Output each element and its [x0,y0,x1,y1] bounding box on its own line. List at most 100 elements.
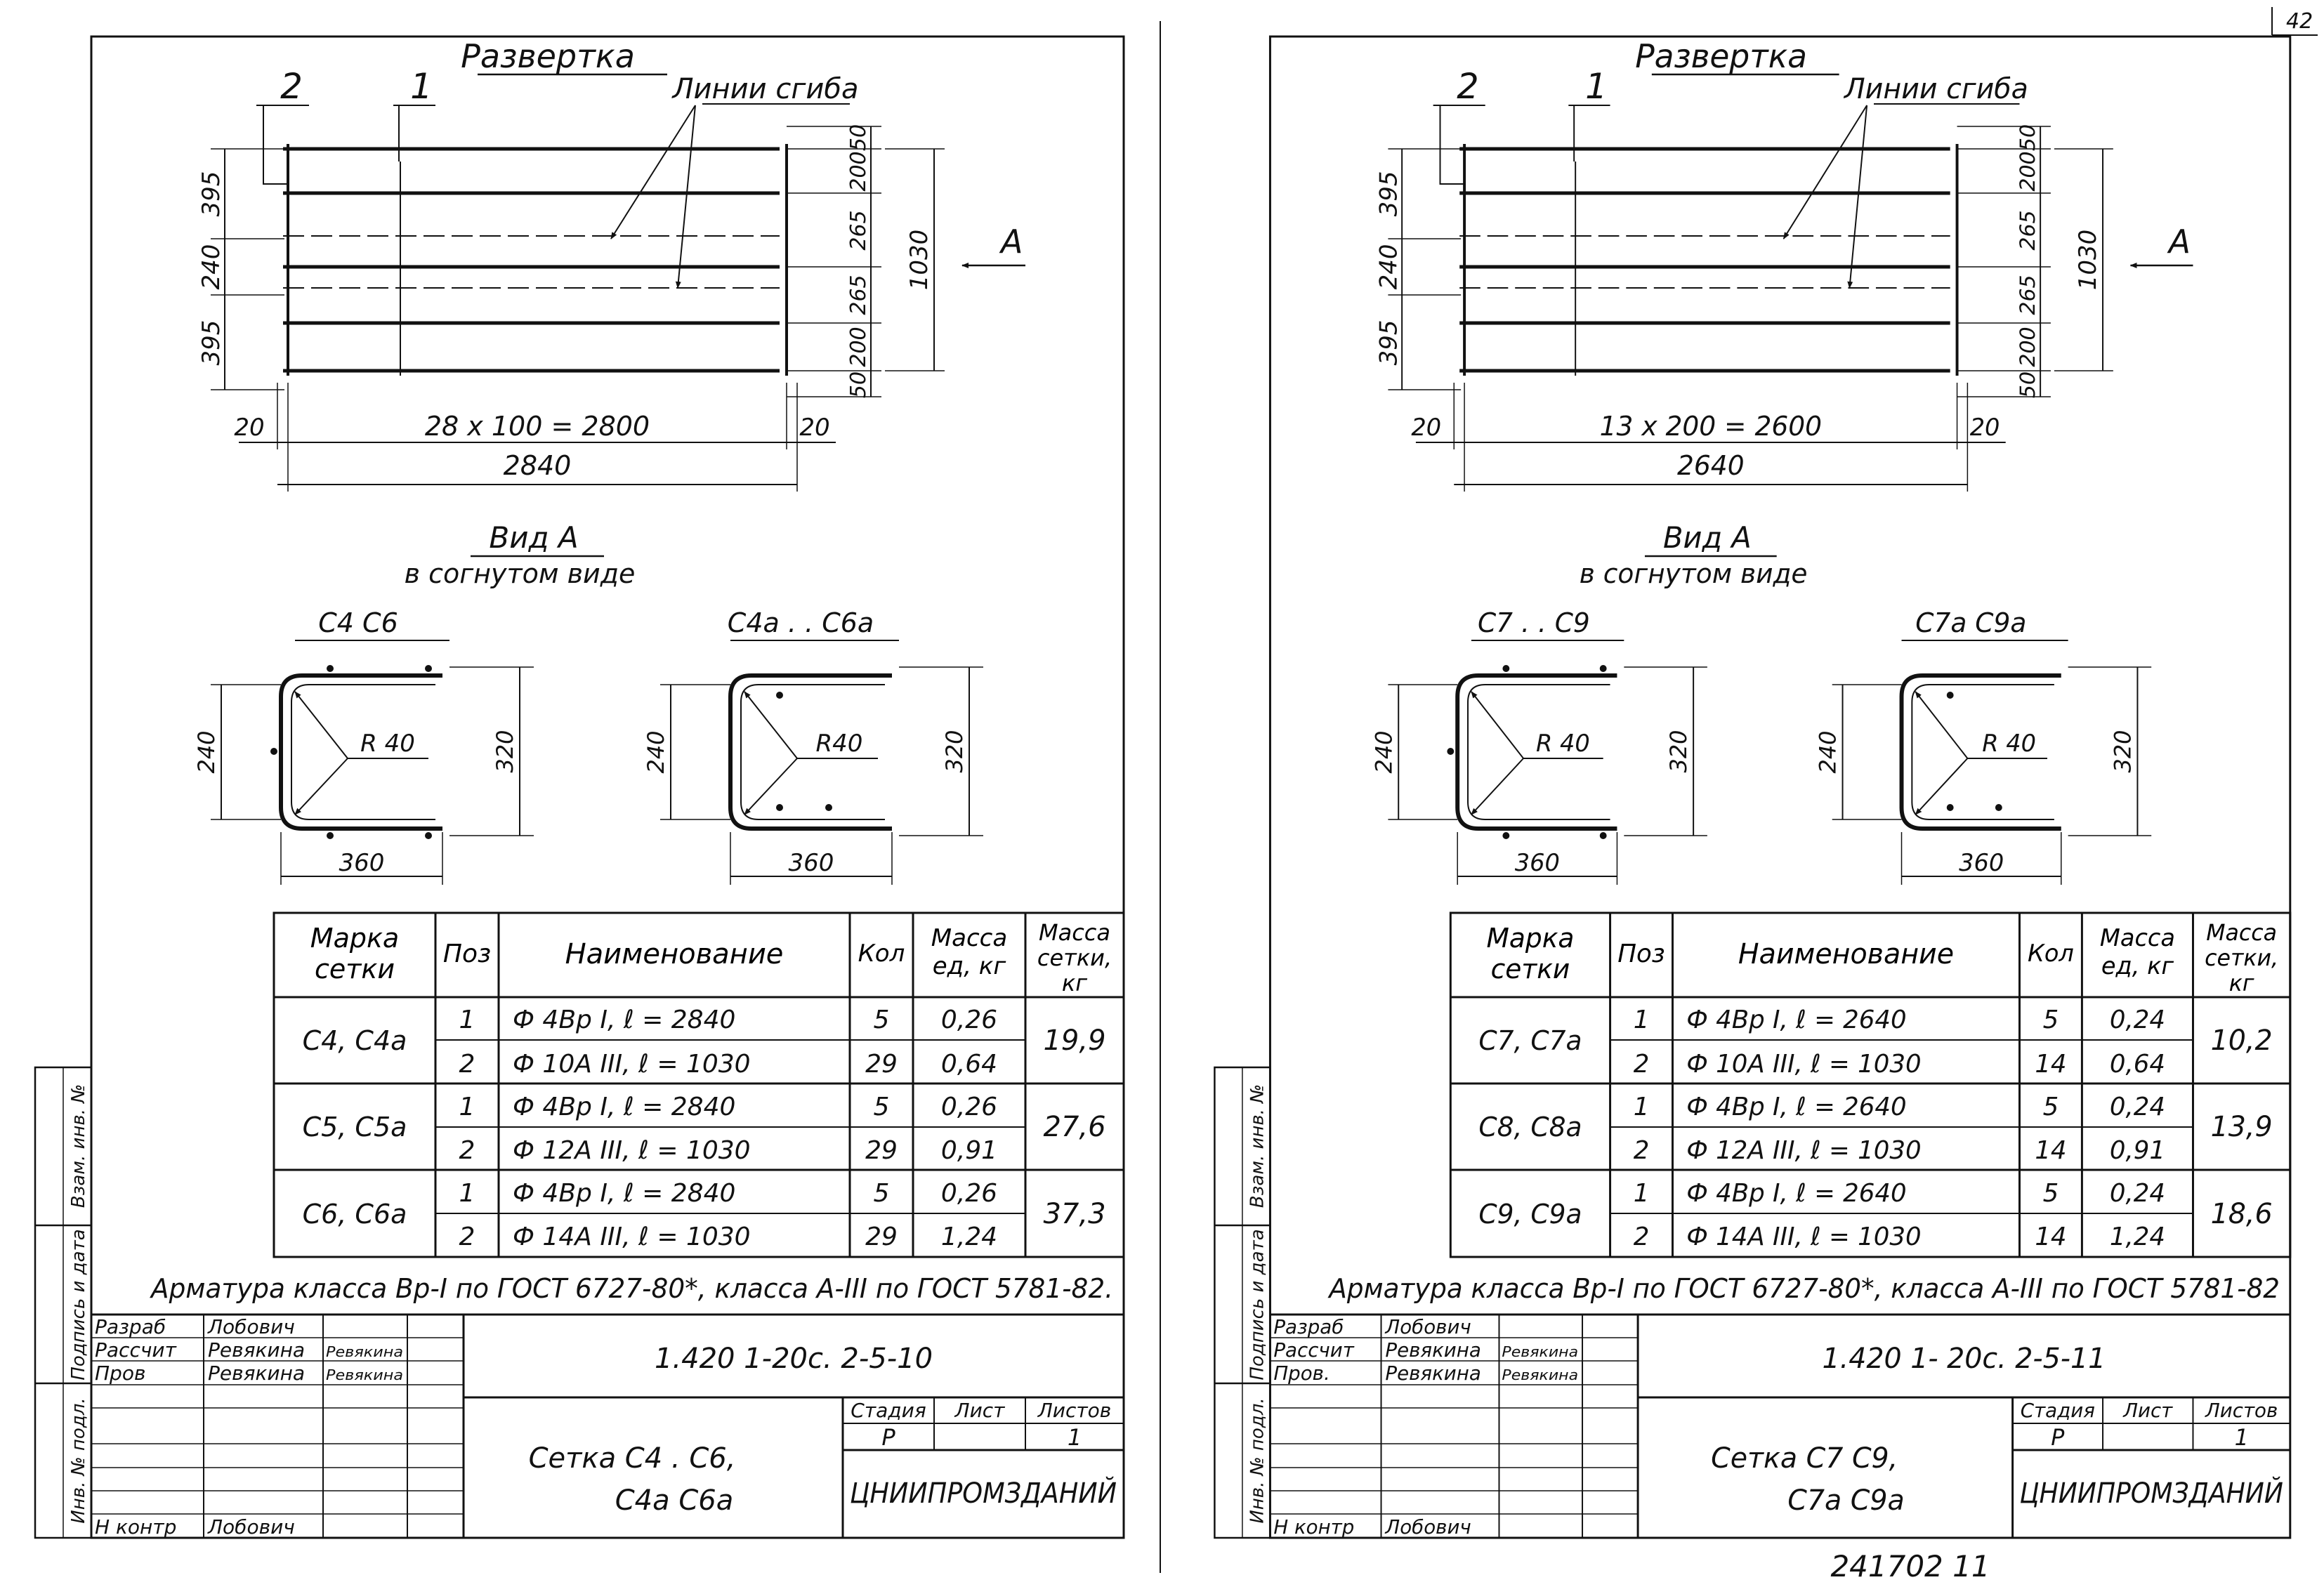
reinforcement-note: Арматура класса Вр-I по ГОСТ 6727-80*, к… [1327,1273,2280,1304]
section-view-2: С7а С9а R 40 240 320 [1816,607,2152,885]
stamp-header-sheets: Листов [2205,1399,2278,1422]
section-1-title: С4 С6 [318,607,398,638]
th-pos: Поз [1617,940,1665,968]
stamp-signature-3: Ревякина [326,1366,403,1383]
dim-left-1: 395 [1374,171,1402,217]
drawing-title-line-2: С4а С6а [615,1484,734,1517]
th-unit-mass: Масса ед, кг [2099,924,2175,980]
section-view-1: С7 . . С9 R 40 240 320 [1372,607,1707,885]
cell-total: 27,6 [1043,1111,1105,1143]
stamp-sheets-value: 1 [2235,1425,2249,1451]
dim-right-6: 50 [846,371,871,398]
cell-mark: С6, С6а [303,1199,407,1230]
spec-table: Марка сетки Поз Наименование Кол Масса е… [1449,911,2292,1258]
th-name: Наименование [565,938,784,970]
side-strip: Взам. инв. № Подпись и дата Инв. № подл. [34,1066,93,1539]
section-2-width: 360 [1959,849,2004,876]
section-1-title: С7 . . С9 [1478,607,1590,638]
archive-number: 241702 11 [1830,1549,1990,1583]
side-label-2: Подпись и дата [1247,1229,1268,1380]
cell-name: Ф 14А III, ℓ = 1030 [1686,1223,1921,1251]
position-label-1: 1 [1585,66,1607,107]
cell-pos: 1 [1634,1006,1650,1034]
stamp-stage-value: Р [881,1424,895,1451]
side-label-2: Подпись и дата [68,1229,89,1380]
stamp-role-3: Пров. [1273,1362,1330,1385]
th-mark: Марка сетки [310,923,400,984]
position-label-2: 2 [1457,66,1478,107]
stamp-role-4: Н контр [95,1515,176,1539]
cell-name: Ф 4Вр I, ℓ = 2840 [513,1093,735,1121]
section-1-height-in: 240 [1372,730,1398,773]
cell-unit: 0,26 [941,1006,997,1034]
cell-qty: 14 [2035,1223,2066,1251]
cell-qty: 5 [2043,1093,2059,1121]
stamp-header-sheet: Лист [2122,1399,2173,1422]
stamp-role-4: Н контр [1273,1515,1354,1539]
view-a-subtitle: в согнутом виде [1580,558,1808,589]
drawing-title-line-1: Сетка С4 . С6, [529,1442,736,1475]
stamp-name-4: Лобович [1384,1515,1471,1539]
section-2-height-in: 240 [643,730,669,773]
razvertka-view: Развертка 2 1 Линии сгиба [1374,38,2193,492]
cell-unit: 0,91 [941,1136,997,1165]
dim-total-height: 1030 [905,230,933,291]
cell-unit: 0,26 [941,1179,997,1208]
dim-right-1: 50 [2016,124,2040,151]
razvertka-title: Развертка [1635,38,1807,75]
title-block: Разраб Лобович Рассчит Ревякина Ревякина… [1270,1313,2290,1539]
cell-pos: 2 [459,1223,475,1251]
stamp-header-stage: Стадия [2021,1399,2095,1422]
stamp-name-2: Ревякина [1385,1338,1481,1362]
section-2-height-out: 320 [2110,730,2136,772]
section-2-height-out: 320 [941,730,968,772]
stamp-name-1: Лобович [207,1315,295,1338]
cell-qty: 29 [865,1136,898,1165]
th-name: Наименование [1738,938,1955,970]
cell-qty: 14 [2035,1050,2066,1079]
cell-unit: 0,91 [2110,1136,2165,1165]
cell-pos: 1 [459,1093,475,1121]
stamp-role-2: Рассчит [95,1338,177,1362]
cell-name: Ф 12А III, ℓ = 1030 [513,1136,751,1165]
side-label-1: Взам. инв. № [68,1084,89,1208]
sheet-right: Взам. инв. № Подпись и дата Инв. № подл.… [1214,35,2292,1539]
dim-right-6: 50 [2016,371,2040,398]
section-2-width: 360 [789,849,834,877]
dim-total-length: 2640 [1677,450,1745,481]
dim-left-1: 395 [197,171,225,217]
razvertka-view: Развертка 2 1 Линии сгиба [197,37,1025,492]
section-1-radius: R 40 [1536,730,1590,757]
cell-qty: 5 [874,1179,890,1208]
cell-name: Ф 14А III, ℓ = 1030 [513,1223,751,1251]
drawing-title-line-1: Сетка С7 С9, [1711,1442,1898,1475]
cell-name: Ф 4Вр I, ℓ = 2840 [513,1179,735,1208]
dim-left-3: 395 [197,320,225,366]
dim-right-2: 200 [2016,151,2040,191]
stamp-name-4: Лобович [207,1515,295,1539]
cell-mark: С9, С9а [1478,1199,1582,1230]
cell-qty: 29 [865,1050,898,1079]
cell-pos: 2 [1634,1050,1650,1079]
section-2-height-in: 240 [1816,730,1842,773]
position-label-2: 2 [280,66,303,107]
stamp-role-1: Разраб [1273,1315,1344,1338]
section-1-height-in: 240 [193,730,220,773]
stamp-signature-2: Ревякина [1502,1344,1578,1360]
drawing-title-line-2: С7а С9а [1787,1484,1904,1517]
cell-pos: 2 [459,1136,475,1165]
cell-pos: 2 [1634,1136,1650,1165]
cell-pos: 1 [1634,1179,1650,1208]
dim-pitch: 28 х 100 = 2800 [425,411,650,442]
stamp-name-2: Ревякина [208,1338,305,1362]
cell-qty: 5 [874,1093,890,1121]
stamp-sheets-value: 1 [1068,1424,1082,1451]
dim-edge-right: 20 [1970,414,2000,441]
dim-left-2: 240 [1374,244,1402,290]
cell-total: 10,2 [2211,1025,2273,1057]
dim-right-5: 200 [846,327,871,367]
razvertka-title: Развертка [461,37,635,75]
sheet-left: Взам. инв. № Подпись и дата Инв. № подл.… [34,35,1125,1539]
cell-unit: 0,24 [2110,1093,2165,1121]
